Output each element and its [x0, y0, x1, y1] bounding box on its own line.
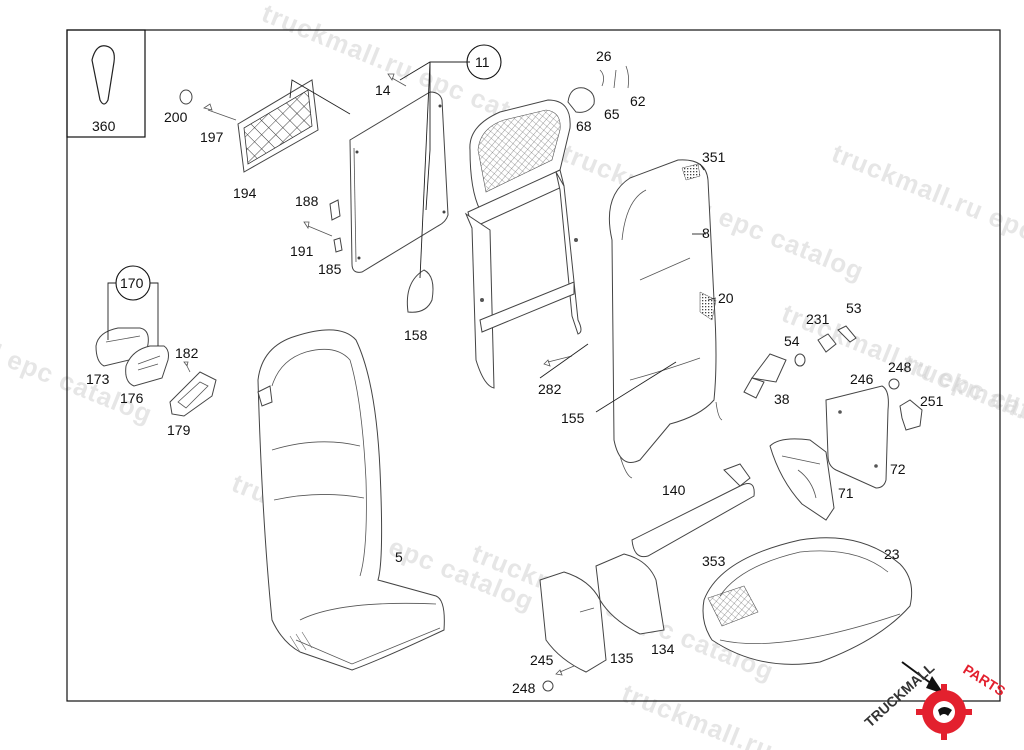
brand-logo: TRUCKMALL PARTS: [861, 659, 1008, 740]
label-173: 173: [86, 371, 110, 387]
leader-lines: [289, 79, 717, 413]
part-158-cover: [406, 269, 434, 313]
label-185: 185: [318, 261, 342, 277]
part-seat-frame: [464, 99, 582, 389]
part-251-switch: [899, 399, 923, 431]
label-38: 38: [774, 391, 790, 407]
label-135: 135: [610, 650, 634, 666]
part-248-nut: [542, 680, 554, 692]
label-251: 251: [920, 393, 944, 409]
part-68-cap: [567, 87, 595, 113]
part-200-cap: [179, 89, 193, 105]
part-194-net-pocket: [237, 79, 319, 173]
label-179: 179: [167, 422, 191, 438]
inset-360: 360: [66, 29, 146, 138]
label-54: 54: [784, 333, 800, 349]
part-135-bracket: [539, 571, 607, 673]
part-72-panel: [825, 385, 889, 489]
part-191-screw: [303, 221, 333, 237]
part-176-light: [125, 345, 169, 387]
label-353: 353: [702, 553, 726, 569]
part-5-complete-seat: [257, 329, 445, 671]
part-140-handle: [631, 463, 755, 558]
part-38-buckle: [743, 353, 787, 399]
label-26: 26: [596, 48, 612, 64]
label-140: 140: [662, 482, 686, 498]
label-245: 245: [530, 652, 554, 668]
label-248a: 248: [888, 359, 912, 375]
brand-logo-text-2: PARTS: [960, 661, 1008, 699]
label-282: 282: [538, 381, 562, 397]
label-248b: 248: [512, 680, 536, 696]
part-26-pin: [599, 69, 604, 87]
part-14-screw: [387, 73, 407, 87]
watermark-text: truckmall.ru: [618, 678, 778, 750]
part-182-screw: [183, 361, 191, 373]
part-labels: 14 200 197 194 188 191 185 158 26 65 62 …: [86, 48, 944, 696]
part-71-side-cover: [769, 438, 835, 521]
callout-11-text: 11: [475, 54, 490, 70]
part-231-washer: [817, 333, 837, 353]
label-158: 158: [404, 327, 428, 343]
part-23-seat-cushion: [702, 537, 913, 665]
part-65-pin: [613, 69, 617, 89]
label-197: 197: [200, 129, 224, 145]
label-351: 351: [702, 149, 726, 165]
label-200: 200: [164, 109, 188, 125]
label-231: 231: [806, 311, 830, 327]
part-185-clip: [333, 237, 343, 253]
part-134-cover: [595, 553, 665, 635]
diagram-frame: [66, 29, 1001, 702]
label-8: 8: [702, 225, 710, 241]
part-53-bolt: [837, 325, 857, 343]
part-282-screw: [543, 355, 573, 367]
part-188-clip: [329, 199, 341, 221]
label-20: 20: [718, 290, 734, 306]
label-134: 134: [651, 641, 675, 657]
callout-170-text: 170: [120, 275, 144, 291]
label-65: 65: [604, 106, 620, 122]
label-191: 191: [290, 243, 314, 259]
part-54-spacer: [794, 353, 806, 367]
part-245-screw: [555, 665, 575, 676]
part-11-back-panel: [349, 91, 449, 273]
label-68: 68: [576, 118, 592, 134]
label-5: 5: [395, 549, 403, 565]
label-360: 360: [92, 118, 116, 134]
label-62: 62: [630, 93, 646, 109]
label-14: 14: [375, 82, 391, 98]
label-188: 188: [295, 193, 319, 209]
label-246: 246: [850, 371, 874, 387]
part-197-screw: [203, 103, 237, 121]
part-179-bezel: [169, 371, 217, 417]
hook-icon: [91, 45, 115, 105]
label-182: 182: [175, 345, 199, 361]
label-71: 71: [838, 485, 854, 501]
label-23: 23: [884, 546, 900, 562]
part-62-pin: [625, 65, 630, 89]
callout-11: 11: [399, 44, 502, 279]
gear-icon: [916, 684, 972, 740]
part-155-backrest-cover: [608, 159, 723, 479]
part-248-cap: [888, 378, 900, 390]
label-155: 155: [561, 410, 585, 426]
callout-170: 170: [107, 265, 159, 346]
label-194: 194: [233, 185, 257, 201]
label-72: 72: [890, 461, 906, 477]
label-53: 53: [846, 300, 862, 316]
label-176: 176: [120, 390, 144, 406]
